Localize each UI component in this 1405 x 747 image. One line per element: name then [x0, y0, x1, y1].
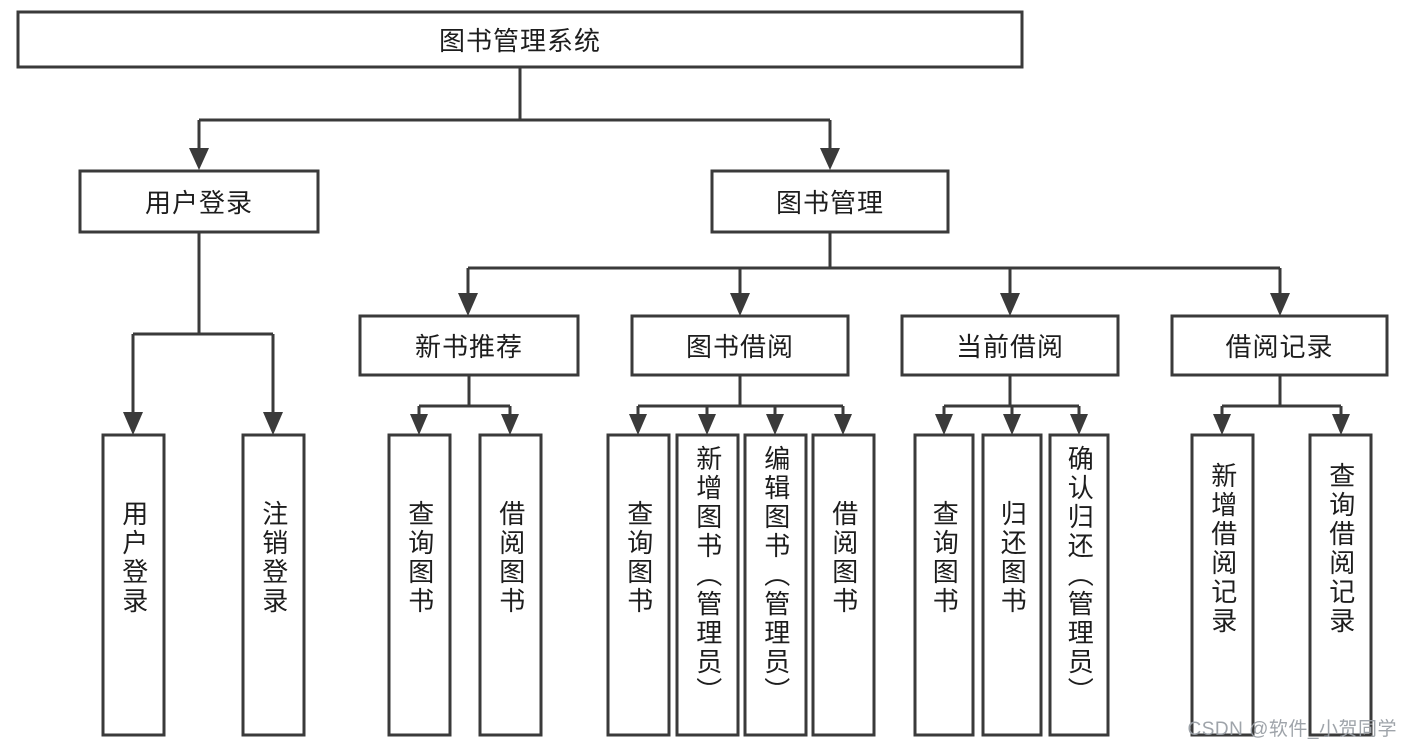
connector-group-book-manage [458, 232, 1290, 316]
arrow-borrow-records-child-1 [1213, 414, 1231, 435]
connector-group-book-borrow [629, 375, 852, 435]
node-box-new-book-rec[interactable] [358, 314, 580, 377]
arrow-current-borrow-child-3 [1070, 414, 1088, 435]
node-box-leaf-add-book[interactable] [675, 433, 740, 737]
csdn-watermark: CSDN @软件_小贺同学 [1187, 719, 1397, 740]
arrow-book-borrow-child-4 [834, 414, 852, 435]
node-box-leaf-return-book[interactable] [981, 433, 1043, 737]
node-box-borrow-records[interactable] [1170, 314, 1389, 377]
node-box-book-borrow[interactable] [630, 314, 850, 377]
arrow-book-borrow-child-2 [698, 414, 716, 435]
node-box-leaf-query-record[interactable] [1308, 433, 1373, 737]
arrow-book-borrow-child-3 [766, 414, 784, 435]
connector-group-root [189, 67, 840, 170]
arrow-current-borrow-child-2 [1003, 414, 1021, 435]
connector-group-borrow-records [1213, 375, 1350, 435]
node-box-current-borrow[interactable] [900, 314, 1120, 377]
arrow-book-manage-child-1 [458, 293, 478, 316]
arrow-new-book-rec-child-2 [501, 414, 519, 435]
arrow-new-book-rec-child-1 [410, 414, 428, 435]
arrow-book-borrow-child-1 [629, 414, 647, 435]
node-box-leaf-add-record[interactable] [1190, 433, 1255, 737]
connector-group-new-book-rec [410, 375, 519, 435]
node-box-leaf-query-book-borrow[interactable] [606, 433, 671, 737]
arrow-user-login-child-1 [123, 412, 143, 435]
connector-group-current-borrow [935, 375, 1088, 435]
node-box-root[interactable] [16, 10, 1024, 69]
arrow-root-to-book-manage [820, 148, 840, 170]
arrow-current-borrow-child-1 [935, 414, 953, 435]
arrow-book-manage-child-2 [730, 293, 750, 316]
node-box-leaf-confirm-return[interactable] [1048, 433, 1110, 737]
arrow-book-manage-child-4 [1270, 293, 1290, 316]
node-box-leaf-query-book-rec[interactable] [387, 433, 452, 737]
node-box-leaf-edit-book[interactable] [743, 433, 808, 737]
node-box-leaf-borrow-book[interactable] [811, 433, 876, 737]
node-box-leaf-user-logout[interactable] [241, 433, 306, 737]
node-box-leaf-query-book-current[interactable] [913, 433, 975, 737]
node-box-leaf-borrow-book-rec[interactable] [478, 433, 543, 737]
arrow-root-to-user-login [189, 148, 209, 170]
connector-group-user-login [123, 232, 283, 435]
arrow-borrow-records-child-2 [1332, 414, 1350, 435]
node-box-book-manage[interactable] [710, 169, 950, 234]
arrow-book-manage-child-3 [1000, 293, 1020, 316]
arrow-user-login-child-2 [263, 412, 283, 435]
node-box-leaf-user-login[interactable] [101, 433, 166, 737]
node-box-user-login[interactable] [78, 169, 320, 234]
